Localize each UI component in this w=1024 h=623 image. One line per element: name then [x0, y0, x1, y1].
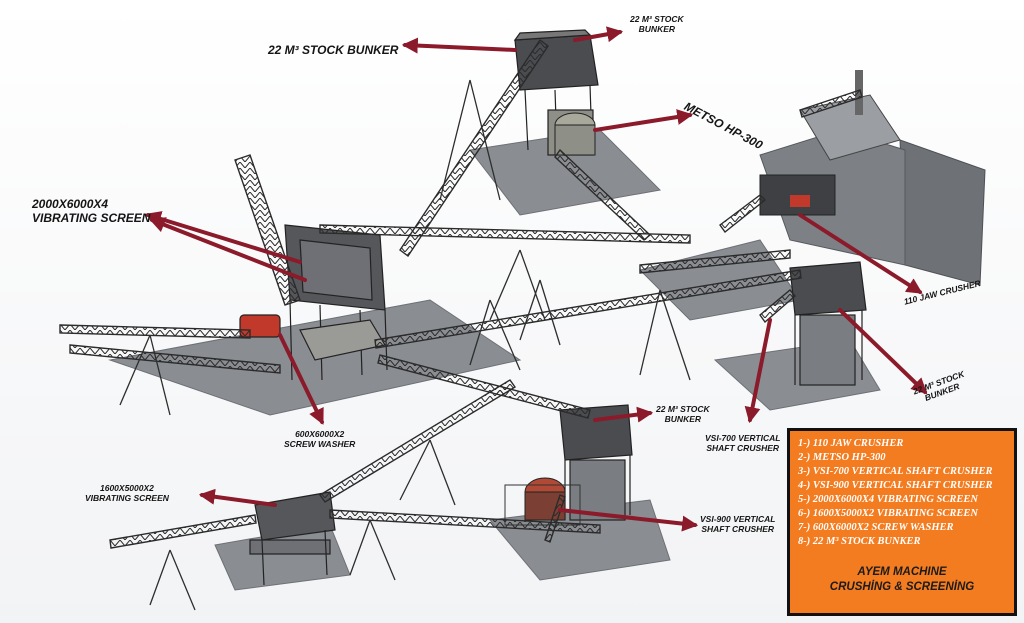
legend-item: 4-) VSI-900 VERTICAL SHAFT CRUSHER: [798, 480, 993, 491]
metso-crusher: [554, 112, 596, 156]
legend-list: 1-) 110 JAW CRUSHER 2-) METSO HP-300 3-)…: [790, 431, 1014, 549]
callout-arrows: [144, 26, 928, 532]
bunker-mid: [559, 404, 633, 521]
label-line: BUNKER: [664, 413, 702, 424]
jaw-crusher-structure: [759, 70, 986, 286]
stock-bunkers: [513, 29, 867, 521]
label-vibrating-screen-large: 2000X6000X4 VIBRATING SCREEN: [32, 197, 151, 226]
label-line: VIBRATING SCREEN: [32, 210, 151, 225]
legend-panel: 1-) 110 JAW CRUSHER 2-) METSO HP-300 3-)…: [787, 428, 1017, 616]
conveyors: [59, 38, 863, 549]
label-line: VIBRATING SCREEN: [85, 492, 169, 503]
label-bunker-top-right: 22 M³ STOCK BUNKER: [630, 14, 684, 35]
legend-item: 1-) 110 JAW CRUSHER: [798, 438, 904, 449]
label-line: VSI-700 VERTICAL: [705, 433, 781, 443]
label-line: BUNKER: [638, 23, 676, 34]
label-bunker-top-left: 22 M³ STOCK BUNKER: [268, 43, 399, 57]
label-line: SHAFT CRUSHER: [701, 523, 775, 534]
label-line: 22 M³ STOCK: [656, 404, 710, 414]
legend-item: 3-) VSI-700 VERTICAL SHAFT CRUSHER: [798, 466, 993, 477]
label-bunker-mid: 22 M³ STOCK BUNKER: [656, 404, 710, 425]
legend-item: 2-) METSO HP-300: [798, 452, 886, 463]
label-line: 1600X5000X2: [100, 483, 154, 493]
legend-item: 6-) 1600X5000X2 VIBRATING SCREEN: [798, 508, 978, 519]
legend-item: 7-) 600X6000X2 SCREW WASHER: [798, 522, 954, 533]
bunker-right: [789, 261, 867, 386]
label-screw-washer: 600X6000X2 SCREW WASHER: [284, 429, 356, 450]
label-line: SHAFT CRUSHER: [706, 442, 780, 453]
legend-item: 5-) 2000X6000X4 VIBRATING SCREEN: [798, 494, 978, 505]
main-screening-plant: [239, 224, 388, 381]
trestles: [119, 79, 691, 611]
label-line: VSI-900 VERTICAL: [700, 514, 776, 524]
legend-item: 8-) 22 M³ STOCK BUNKER: [798, 536, 921, 547]
label-line: 600X6000X2: [295, 429, 345, 439]
brand-name: AYEM MACHINE CRUSHİNG & SCREENİNG: [790, 565, 1014, 595]
label-vibrating-screen-small: 1600X5000X2 VIBRATING SCREEN: [85, 483, 169, 504]
label-vsi900: VSI-900 VERTICAL SHAFT CRUSHER: [700, 514, 776, 535]
label-line: 2000X6000X4: [32, 197, 109, 211]
brand-line: CRUSHİNG & SCREENİNG: [829, 581, 975, 593]
label-line: 22 M³ STOCK: [630, 14, 684, 24]
label-vsi700: VSI-700 VERTICAL SHAFT CRUSHER: [705, 433, 781, 454]
brand-line: AYEM MACHINE: [857, 566, 947, 578]
label-line: SCREW WASHER: [284, 438, 356, 449]
